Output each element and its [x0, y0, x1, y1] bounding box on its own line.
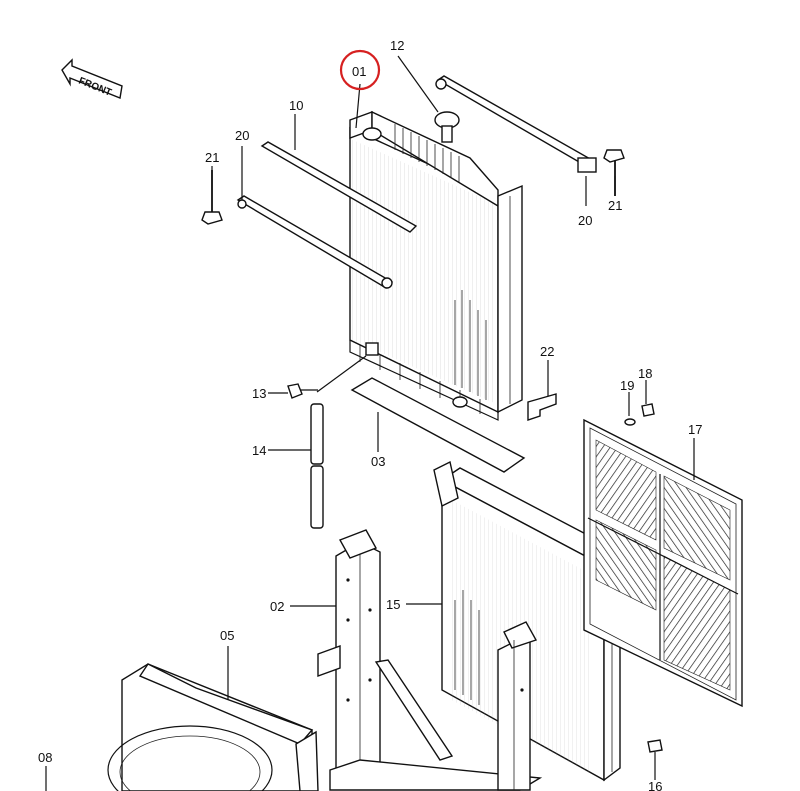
callout-08: 08	[38, 750, 52, 765]
callout-20-right: 20	[578, 213, 592, 228]
callout-05: 05	[220, 628, 234, 643]
front-direction-arrow: FRONT	[61, 58, 123, 99]
leader-lines	[45, 55, 695, 791]
bolt-16	[647, 739, 663, 772]
callout-21-left: 21	[205, 150, 219, 165]
hose	[310, 355, 367, 529]
support-frame	[317, 529, 543, 791]
highlight-ring	[339, 49, 381, 91]
callout-10: 10	[289, 98, 303, 113]
callout-21-right: 21	[608, 198, 622, 213]
callout-20-left: 20	[235, 128, 249, 143]
bolt-21-right	[603, 149, 625, 196]
bracket-22	[527, 393, 557, 421]
radiator-core	[349, 110, 523, 421]
seal-strip	[350, 377, 526, 473]
callout-22: 22	[540, 344, 554, 359]
callout-03: 03	[371, 454, 385, 469]
callout-02: 02	[270, 599, 284, 614]
callout-18: 18	[638, 366, 652, 381]
stay-bar-10	[260, 141, 418, 233]
stay-rod-right	[435, 75, 597, 173]
bolt-21-left	[201, 170, 223, 225]
fan-shroud	[107, 663, 319, 791]
bolt-13	[287, 383, 318, 399]
washer-19	[624, 418, 636, 426]
radiator-cap	[434, 111, 460, 143]
callout-14: 14	[252, 443, 266, 458]
callout-12: 12	[390, 38, 404, 53]
callout-15: 15	[386, 597, 400, 612]
callout-01: 01	[352, 64, 366, 79]
callouts: 01 12 10 20 21 20 21 13 14 03 22 17 19 1…	[38, 38, 702, 791]
callout-13: 13	[252, 386, 266, 401]
net-screen	[583, 418, 743, 708]
callout-16: 16	[648, 779, 662, 791]
callout-19: 19	[620, 378, 634, 393]
callout-17: 17	[688, 422, 702, 437]
bolt-18	[641, 403, 655, 417]
